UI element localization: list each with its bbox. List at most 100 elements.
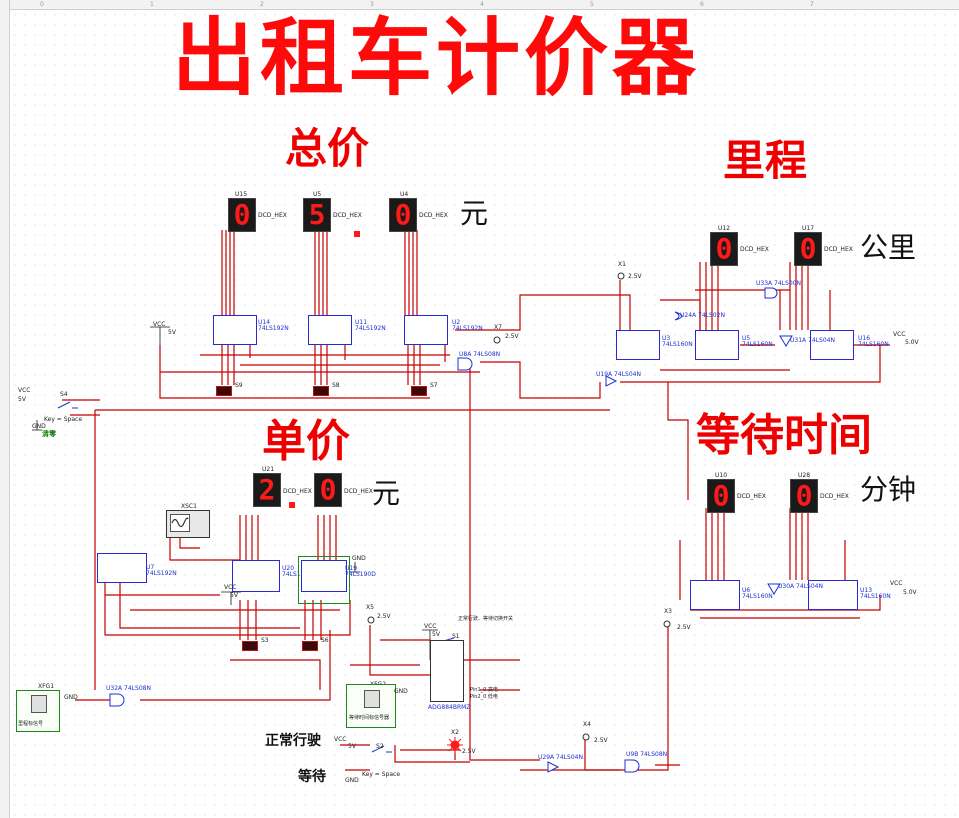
ruler-top bbox=[0, 0, 959, 10]
section-mileage: 里程 bbox=[723, 136, 808, 185]
oscilloscope-xsc1[interactable] bbox=[166, 510, 210, 538]
chip-u16[interactable] bbox=[810, 330, 854, 360]
gate-u30a: U30A 74LS04N bbox=[778, 583, 823, 590]
display-wait-tens[interactable]: 0 bbox=[707, 479, 735, 513]
gnd-s2: GND bbox=[345, 777, 359, 784]
switch-s2-key[interactable]: Key = Space bbox=[362, 771, 401, 778]
chip-u6-label: U6 74LS160N bbox=[742, 587, 773, 600]
chip-u20-label: U20 74LS190D bbox=[282, 565, 313, 578]
display-unit-ones[interactable]: 2 bbox=[253, 473, 281, 507]
display-type: DCD_HEX bbox=[740, 246, 769, 253]
chip-u3-label: U3 74LS160N bbox=[662, 335, 693, 348]
display-type: DCD_HEX bbox=[258, 212, 287, 219]
dip-switch-s7-label: S7 bbox=[430, 382, 438, 389]
function-generator-xfg2[interactable] bbox=[346, 684, 396, 728]
probe-x1-v: 2.5V bbox=[628, 273, 642, 280]
unit-minute: 分钟 bbox=[860, 473, 917, 506]
vcc-mileage: VCC bbox=[893, 331, 906, 338]
chip-u2[interactable] bbox=[404, 315, 448, 345]
probe-x2-v: 2.5V bbox=[462, 748, 476, 755]
s1-pin2: Pin2_0 低电 bbox=[470, 694, 498, 700]
vcc-clear: VCC bbox=[18, 387, 31, 394]
gnd-xfg2: GND bbox=[394, 688, 408, 695]
gate-u9b: U9B 74LS08N bbox=[626, 751, 668, 758]
chip-u14[interactable] bbox=[213, 315, 257, 345]
gate-u8a: U8A 74LS08N bbox=[459, 351, 501, 358]
chip-u6[interactable] bbox=[690, 580, 740, 610]
display-type: DCD_HEX bbox=[333, 212, 362, 219]
dip-switch-s8[interactable] bbox=[313, 386, 329, 396]
chip-u14-label: U14 74LS192N bbox=[258, 319, 289, 332]
display-wait-ones[interactable]: 0 bbox=[790, 479, 818, 513]
generator-body bbox=[364, 690, 380, 708]
xfg2-caption: 等待时间标信号器 bbox=[349, 715, 390, 721]
switch-s4-key[interactable]: Key = Space bbox=[44, 416, 83, 423]
chip-u16-label: U16 74LS160N bbox=[858, 335, 889, 348]
gnd-xfg1: GND bbox=[64, 694, 78, 701]
ref-u12: U12 bbox=[718, 225, 731, 232]
gnd-clear: GND bbox=[32, 423, 46, 430]
gate-u24a: U24A 74LS02N bbox=[680, 312, 725, 319]
display-mileage-ones[interactable]: 0 bbox=[794, 232, 822, 266]
decimal-point-unit bbox=[289, 502, 295, 508]
display-total-tens[interactable]: 5 bbox=[303, 198, 331, 232]
section-unit-price: 单价 bbox=[262, 416, 350, 467]
chip-u7-label: U7 74LS192N bbox=[146, 564, 177, 577]
scope-screen bbox=[170, 514, 190, 532]
chip-u19[interactable] bbox=[301, 560, 347, 592]
dip-switch-s3-label: S3 bbox=[261, 637, 269, 644]
chip-u3[interactable] bbox=[616, 330, 660, 360]
chip-u13-label: U13 74LS160N bbox=[860, 587, 891, 600]
label-normal-driving: 正常行驶 bbox=[265, 733, 321, 749]
vcc-unit: VCC bbox=[224, 584, 237, 591]
sine-wave-icon bbox=[171, 517, 189, 528]
vcc-unit-5v: 5V bbox=[230, 592, 238, 599]
section-total-price: 总价 bbox=[285, 124, 370, 173]
switch-s1-body[interactable] bbox=[430, 640, 464, 702]
display-mileage-tens[interactable]: 0 bbox=[710, 232, 738, 266]
function-generator-xfg1[interactable] bbox=[16, 690, 60, 732]
ref-u10: U10 bbox=[715, 472, 728, 479]
probe-x1: X1 bbox=[618, 261, 626, 268]
display-unit-tenths[interactable]: 0 bbox=[314, 473, 342, 507]
decimal-point-total bbox=[354, 231, 360, 237]
display-type: DCD_HEX bbox=[344, 488, 373, 495]
chip-u13[interactable] bbox=[808, 580, 858, 610]
unit-yuan-unit: 元 bbox=[372, 477, 401, 510]
chip-u11[interactable] bbox=[308, 315, 352, 345]
chip-u5b[interactable] bbox=[695, 330, 739, 360]
ref-u21: U21 bbox=[262, 466, 275, 473]
generator-body bbox=[31, 695, 47, 713]
switch-s1-label: S1 bbox=[452, 633, 460, 640]
vcc-s1: VCC bbox=[424, 623, 437, 630]
display-total-ones[interactable]: 0 bbox=[389, 198, 417, 232]
probe-x3-v: 2.5V bbox=[677, 624, 691, 631]
gnd-unit: GND bbox=[352, 555, 366, 562]
probe-x3: X3 bbox=[664, 608, 672, 615]
ref-u28: U28 bbox=[798, 472, 811, 479]
vcc-s1-5v: 5V bbox=[432, 631, 440, 638]
display-type: DCD_HEX bbox=[737, 493, 766, 500]
s1-part: ADG884BRMZ bbox=[428, 704, 471, 711]
chip-u7[interactable] bbox=[97, 553, 147, 583]
switch-s2-label: S2 bbox=[376, 743, 384, 750]
vcc-mileage-5v: 5.0V bbox=[905, 339, 919, 346]
dip-switch-s7[interactable] bbox=[411, 386, 427, 396]
vcc-label: VCC bbox=[153, 321, 166, 328]
dip-switch-s3[interactable] bbox=[242, 641, 258, 651]
xfg1-label: XFG1 bbox=[38, 683, 55, 690]
dip-switch-s6[interactable] bbox=[302, 641, 318, 651]
chip-u11-label: U11 74LS192N bbox=[355, 319, 386, 332]
unit-yuan-total: 元 bbox=[460, 197, 489, 230]
gate-u19a: U19A 74LS04N bbox=[596, 371, 641, 378]
chip-u20[interactable] bbox=[232, 560, 280, 592]
ruler-left bbox=[0, 0, 10, 818]
display-total-hundreds[interactable]: 0 bbox=[228, 198, 256, 232]
xfg1-caption: 里程标信号 bbox=[18, 721, 44, 727]
vcc-wait-5v: 5.0V bbox=[903, 589, 917, 596]
dip-switch-s9[interactable] bbox=[216, 386, 232, 396]
chip-u19-label: U19 74LS190D bbox=[345, 565, 376, 578]
vcc-s2-5v: 5V bbox=[348, 743, 356, 750]
